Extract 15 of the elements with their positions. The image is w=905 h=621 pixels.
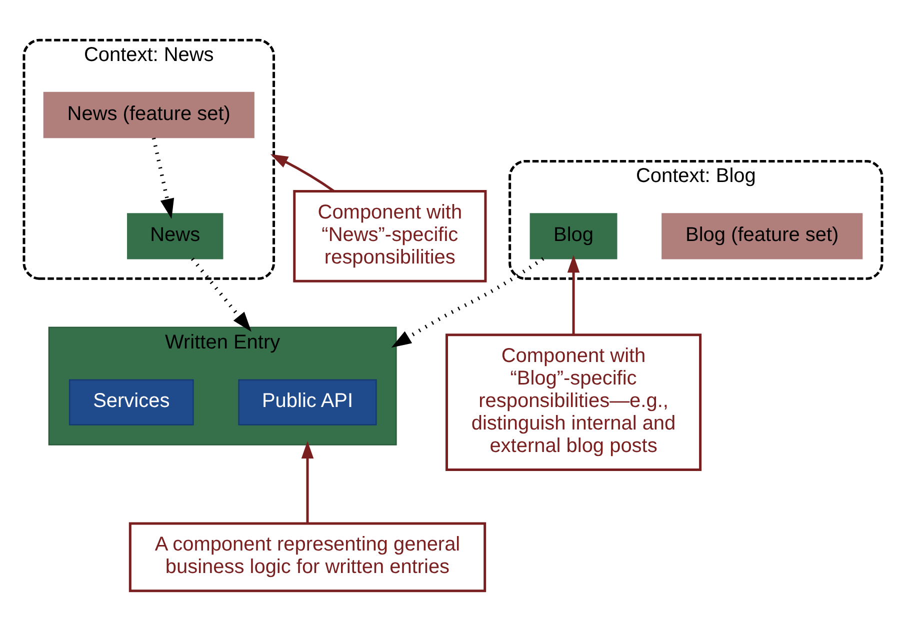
node-box: News [126,213,223,260]
arrow [270,154,334,192]
arrow [566,255,580,335]
node-box: Component with “Blog”-specific responsibilities—e.g., distinguish internal and external blog posts [445,334,702,471]
node-box: A component representing general business logic for written entries [128,522,486,592]
node-box: Blog [529,213,617,260]
arrow [151,138,174,219]
node-box: News (feature set) [42,92,254,138]
node-box: Services [68,379,194,426]
node-box: Blog (feature set) [661,213,862,260]
node-box: Public API [238,379,376,426]
node-box: Component with “News”-specific responsibilities [292,190,486,282]
arrow [390,257,544,348]
arrow [190,258,251,332]
arrow [300,440,314,524]
